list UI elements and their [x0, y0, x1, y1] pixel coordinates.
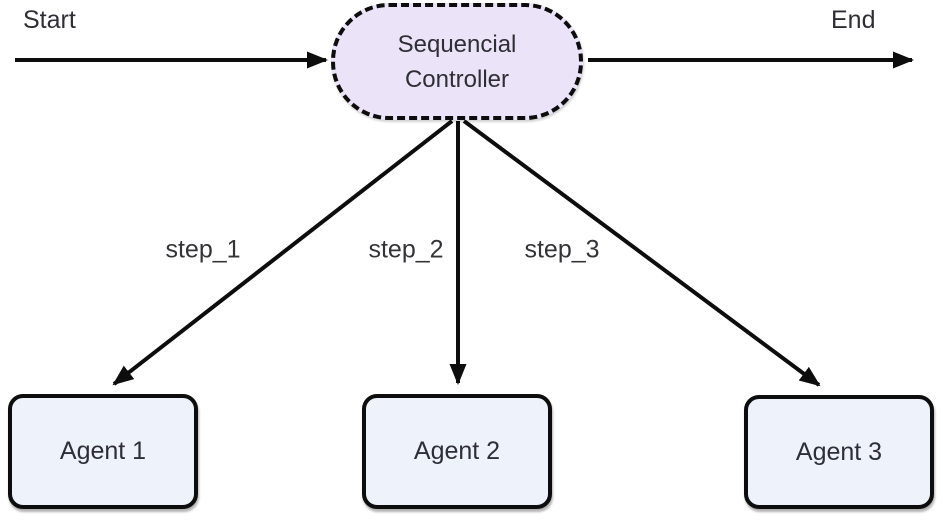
- agent-3-node: Agent 3: [744, 395, 934, 509]
- edge-label-step-2: step_2: [365, 235, 447, 265]
- edge-step-3-to-agent-3: [462, 119, 821, 387]
- agent-1-node: Agent 1: [8, 394, 198, 509]
- edge-label-step-3: step_3: [521, 235, 603, 265]
- controller-label-line2: Controller: [404, 65, 510, 93]
- controller-label-line1: Sequencial: [397, 30, 517, 58]
- agent-2-label: Agent 2: [413, 437, 501, 465]
- end-label: End: [831, 6, 876, 34]
- agent-2-node: Agent 2: [362, 394, 552, 509]
- agent-3-label: Agent 3: [795, 437, 883, 466]
- agent-1-label: Agent 1: [59, 437, 147, 465]
- edge-label-step-1: step_1: [162, 235, 244, 265]
- start-label: Start: [23, 6, 76, 34]
- sequencial-controller-node: Sequencial Controller: [331, 3, 583, 120]
- edge-step-1-to-agent-1: [112, 119, 454, 386]
